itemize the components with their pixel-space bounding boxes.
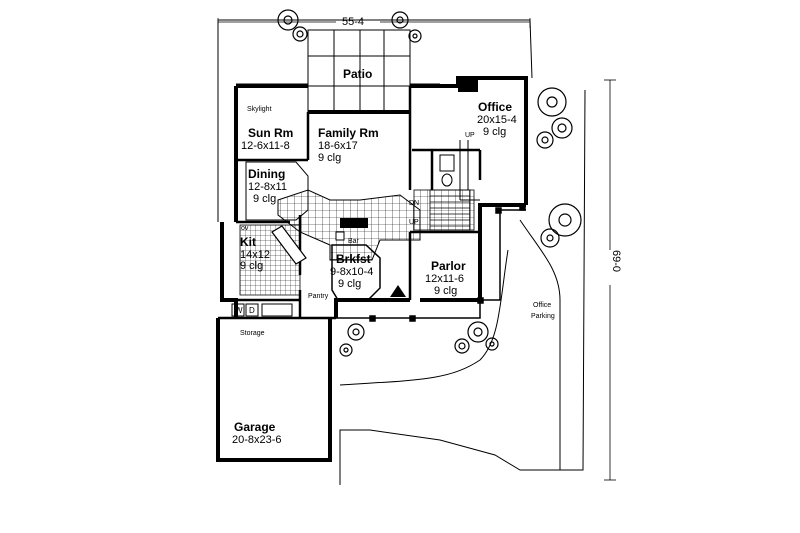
- family-room-name: Family Rm: [318, 126, 379, 140]
- overall-depth-label: 69-0: [610, 250, 622, 273]
- stairs: [429, 189, 471, 231]
- pantry-label: Pantry: [308, 293, 329, 300]
- kitchen-name: Kit: [240, 235, 256, 249]
- fireplace: [458, 78, 478, 92]
- oven-label: ov: [241, 225, 249, 232]
- office-parking-line1: Office: [533, 302, 552, 309]
- bar-label: Bar: [348, 238, 359, 245]
- dining-name: Dining: [248, 167, 286, 181]
- patio-label: Patio: [343, 67, 373, 81]
- overall-width-label: 55-4: [342, 16, 365, 28]
- office-size: 20x15-4: [477, 114, 517, 126]
- stair-up-office-label: UP: [465, 132, 475, 139]
- laundry-area: [231, 303, 293, 317]
- interior-walls: [218, 86, 482, 320]
- parlor-ceiling: 9 clg: [434, 285, 458, 297]
- office-ceiling: 9 clg: [483, 126, 507, 138]
- dryer-label: D: [249, 306, 255, 315]
- landscape-trees: [277, 9, 582, 357]
- family-room-size: 18-6x17: [318, 140, 358, 152]
- bar-counter: [335, 218, 368, 241]
- washer-label: W: [235, 306, 243, 315]
- breakfast-ceiling: 9 clg: [338, 278, 362, 290]
- kitchen-ceiling: 9 clg: [240, 260, 264, 272]
- entry-arrow: [390, 285, 406, 297]
- dining-size: 12-8x11: [248, 181, 287, 193]
- stair-up-label: UP: [409, 219, 419, 226]
- skylight-label: Skylight: [247, 106, 272, 113]
- parlor-name: Parlor: [431, 259, 466, 273]
- office-name: Office: [478, 100, 513, 114]
- dimension-width: [217, 18, 531, 28]
- garage-size: 20-8x23-6: [232, 434, 282, 446]
- breakfast-name: Brkfst: [336, 252, 371, 266]
- kitchen-island: [271, 225, 307, 265]
- breakfast-size: 9-8x10-4: [330, 266, 374, 278]
- front-porch: [336, 204, 526, 322]
- family-room-ceiling: 9 clg: [318, 152, 342, 164]
- dimension-depth: [604, 79, 616, 481]
- stair-dn-label: DN: [409, 200, 420, 207]
- storage-label: Storage: [240, 330, 265, 337]
- dining-ceiling: 9 clg: [253, 193, 277, 205]
- sun-room-size: 12-6x11-8: [241, 140, 290, 152]
- office-parking-line2: Parking: [531, 313, 555, 320]
- parlor-size: 12x11-6: [425, 273, 464, 285]
- garage-name: Garage: [234, 420, 276, 434]
- kitchen-size: 14x12: [240, 249, 270, 261]
- sun-room-name: Sun Rm: [248, 126, 294, 140]
- driveway: [339, 219, 561, 470]
